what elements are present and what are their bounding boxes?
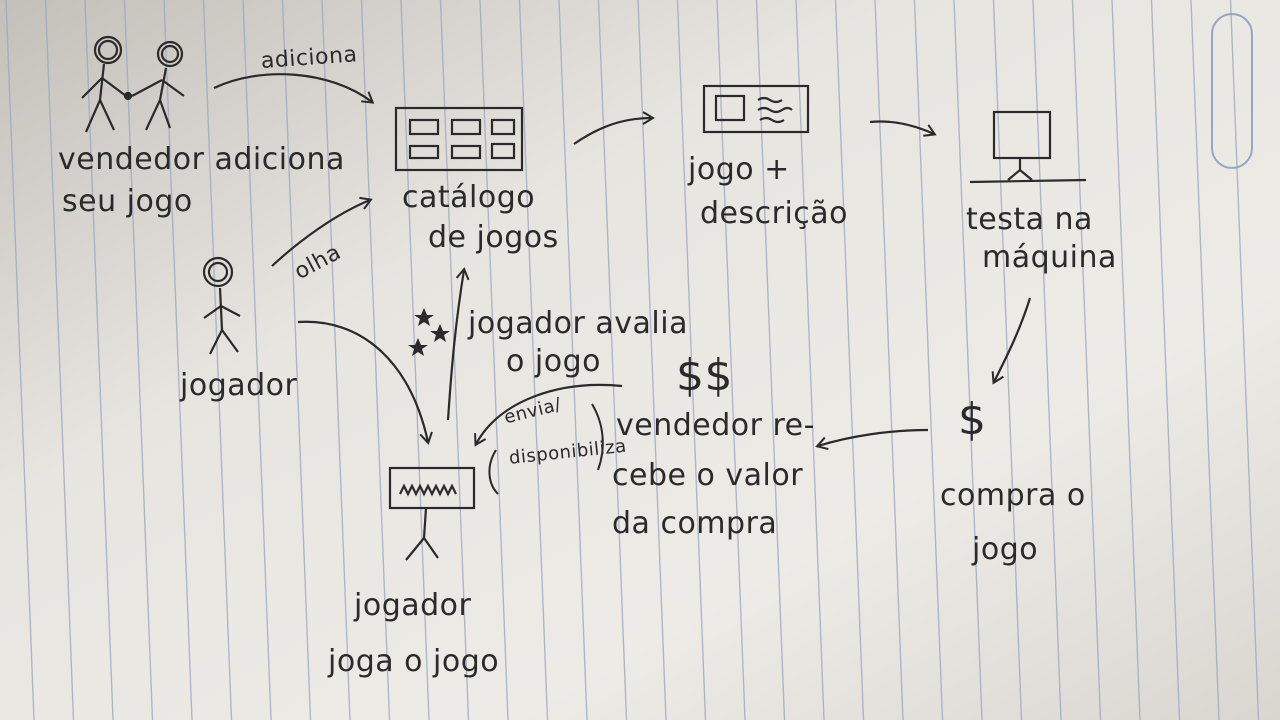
ruled-lines xyxy=(5,0,1260,720)
arrow-player-to-game xyxy=(297,320,433,445)
catalog-grid-icon xyxy=(394,106,524,172)
ruled-line xyxy=(439,0,470,720)
ruled-line xyxy=(123,0,154,720)
arrow-rating-to-catalog xyxy=(446,267,470,421)
label-vendedor-line2: seu jogo xyxy=(62,184,193,219)
game-card-icon xyxy=(702,84,810,134)
ruled-line xyxy=(321,0,351,720)
label-jogo-line2: descrição xyxy=(700,196,849,231)
stick-figure-pair-icon xyxy=(81,35,185,133)
ruled-line xyxy=(1032,0,1062,720)
label-avalia-line1: jogador avalia xyxy=(468,306,688,341)
ruled-line xyxy=(795,0,825,720)
ruled-line xyxy=(5,0,35,720)
ruled-line xyxy=(1071,0,1102,720)
arrow-game-to-machine xyxy=(869,120,937,137)
label-compra-line2: jogo xyxy=(972,532,1039,567)
stick-figure-icon xyxy=(202,256,241,355)
label-jogador: jogador xyxy=(180,368,298,403)
label-joga-line2: joga o jogo xyxy=(328,644,500,679)
label-recebe-line1: vendedor re- xyxy=(616,408,815,443)
binder-slot xyxy=(1211,13,1253,169)
label-catalogo-line2: de jogos xyxy=(428,220,559,255)
label-recebe-line3: da compra xyxy=(612,506,778,541)
ruled-line xyxy=(676,0,707,720)
label-dollar-right: $ xyxy=(958,394,987,445)
ruled-line xyxy=(834,0,865,720)
ruled-line xyxy=(518,0,549,720)
label-recebe-line2: cebe o valor xyxy=(612,458,804,493)
label-catalogo-line1: catálogo xyxy=(402,180,536,215)
game-screen-icon xyxy=(388,466,476,561)
ruled-line xyxy=(163,0,193,720)
ruled-line xyxy=(1150,0,1181,720)
arrow-olha xyxy=(271,196,373,267)
ruled-line xyxy=(597,0,628,720)
label-vendedor-line1: vendedor adiciona xyxy=(58,142,345,177)
label-avalia-line2: o jogo xyxy=(506,344,601,379)
arrow-machine-to-purchase xyxy=(991,297,1032,385)
label-testa-line2: máquina xyxy=(982,240,1117,275)
ruled-line xyxy=(913,0,944,720)
ruled-line xyxy=(84,0,114,720)
label-testa-line1: testa na xyxy=(966,202,1093,237)
stars-icon xyxy=(408,308,450,356)
ruled-line xyxy=(202,0,233,720)
ruled-line xyxy=(874,0,904,720)
ruled-line xyxy=(479,0,509,720)
ruled-line xyxy=(558,0,588,720)
arrow-envia xyxy=(474,383,623,447)
arrow-adiciona xyxy=(213,73,375,104)
ruled-line xyxy=(242,0,272,720)
arrow-catalog-to-game xyxy=(573,111,655,145)
label-compra-line1: compra o xyxy=(940,478,1086,513)
arrow-purchase-to-seller xyxy=(815,428,929,451)
ruled-line xyxy=(992,0,1023,720)
bracket-left xyxy=(488,449,499,495)
ruled-line xyxy=(1190,0,1220,720)
label-joga-line1: jogador xyxy=(354,588,472,623)
ruled-line xyxy=(1111,0,1141,720)
label-jogo-line1: jogo + xyxy=(688,152,790,187)
ruled-line xyxy=(360,0,391,720)
ruled-line xyxy=(44,0,75,720)
ruled-line xyxy=(400,0,430,720)
ruled-line xyxy=(953,0,983,720)
bracket-right xyxy=(591,403,604,471)
label-dollar-top: $$ xyxy=(676,350,733,401)
computer-monitor-icon xyxy=(969,110,1087,184)
ruled-line xyxy=(1229,0,1260,720)
ruled-line xyxy=(281,0,312,720)
